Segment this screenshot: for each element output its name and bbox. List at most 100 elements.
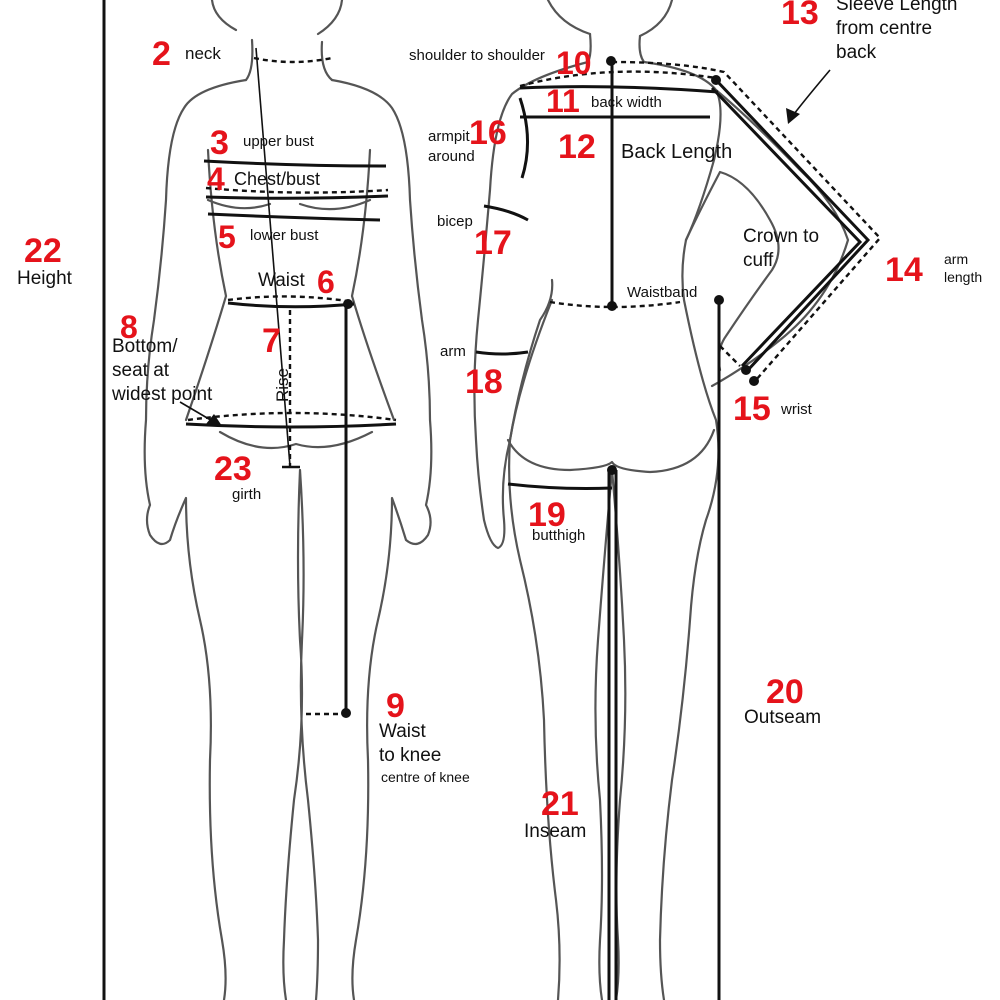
- shoulder-to-shoulder-label: shoulder to shoulder: [409, 47, 545, 64]
- upper-bust-measure: 3 upper bust: [203, 124, 387, 168]
- arm-length-label-1: arm: [944, 251, 968, 267]
- seat-solid-line: [185, 422, 397, 429]
- shoulder-to-shoulder-measure: shoulder to shoulder 10: [409, 45, 717, 88]
- butthigh-label: butthigh: [532, 527, 585, 544]
- neck-measure: 2 neck: [152, 35, 333, 73]
- back-right-side: [642, 60, 722, 1000]
- neck-number: 2: [152, 35, 171, 73]
- chest-bust-number: 4: [207, 161, 225, 197]
- front-torso-right: [330, 78, 433, 1000]
- sleeve-arrow-head: [786, 108, 800, 124]
- lower-bust-measure: 5 lower bust: [207, 212, 381, 255]
- neck-label: neck: [185, 44, 221, 63]
- bicep-label: bicep: [437, 213, 473, 230]
- chest-bust-label: Chest/bust: [234, 169, 320, 189]
- waistband-dashed-line: [549, 300, 681, 309]
- front-hair: [210, 0, 344, 36]
- armpit-line: [518, 97, 529, 179]
- arm-length-measure: 14 arm length: [885, 251, 982, 289]
- seat-number: 8: [120, 309, 138, 345]
- wrist-dot-2: [749, 376, 759, 386]
- seat-label-1: Bottom/: [112, 336, 178, 357]
- chest-bust-dashed-line: [205, 186, 389, 194]
- arm-line: [475, 350, 529, 356]
- inseam-dot: [607, 465, 617, 475]
- seat-measure: 8 Bottom/ seat at widest point: [111, 309, 397, 429]
- outseam-label: Outseam: [744, 707, 821, 728]
- arm-length-label-2: length: [944, 269, 982, 285]
- arm-measure: arm 18: [440, 343, 529, 401]
- girth-label: girth: [232, 486, 261, 503]
- back-width-measure: 11 back width: [519, 83, 719, 119]
- knee-dot: [341, 708, 351, 718]
- inseam-label: Inseam: [524, 821, 586, 842]
- seat-arrow-head: [206, 414, 222, 426]
- back-length-number: 12: [558, 128, 596, 166]
- height-measure: 22 Height: [17, 0, 106, 1000]
- waist-label: Waist: [258, 270, 306, 291]
- butthigh-line: [507, 482, 613, 490]
- crown-to-cuff-label: Crown to cuff: [743, 226, 819, 271]
- waist-to-knee-label-3: centre of knee: [381, 769, 470, 785]
- sleeve-solid-line-outer: [714, 78, 871, 372]
- front-neck-outline: [244, 38, 334, 82]
- waistband-measure: Waistband: [549, 284, 697, 309]
- front-figure: [143, 0, 433, 1000]
- waist-measure: Waist 6: [227, 264, 355, 309]
- sleeve-length-label-3: back: [836, 42, 877, 63]
- front-hip-curve: [218, 430, 374, 450]
- sleeve-top-dot: [711, 75, 721, 85]
- wrist-measure: 15 wrist: [719, 345, 813, 428]
- girth-number: 23: [214, 450, 252, 488]
- chest-bust-measure: 4 Chest/bust: [205, 161, 389, 200]
- front-bust-curve: [206, 198, 372, 211]
- bicep-line: [483, 204, 529, 222]
- arm-number: 18: [465, 363, 503, 401]
- waist-to-knee-number: 9: [386, 687, 405, 725]
- armpit-label-1: armpit: [428, 128, 471, 145]
- sleeve-length-label-1: Sleeve Length: [836, 0, 958, 15]
- waist-to-knee-label-1: Waist: [379, 721, 427, 742]
- armpit-measure: armpit around 16: [428, 97, 529, 179]
- seat-arrow: [179, 401, 215, 423]
- upper-bust-label: upper bust: [243, 133, 315, 150]
- shoulder-to-shoulder-line: [519, 70, 717, 88]
- waist-to-knee-label-2: to knee: [379, 745, 441, 766]
- waist-to-knee-measure: 9 Waist to knee centre of knee: [306, 304, 470, 785]
- outseam-dot: [714, 295, 724, 305]
- back-width-label: back width: [591, 94, 662, 111]
- back-neck-outline: [586, 32, 646, 64]
- crown-to-cuff-line-1: Crown to: [743, 226, 819, 247]
- sleeve-solid-line-inner: [710, 86, 863, 368]
- lower-bust-number: 5: [218, 219, 236, 255]
- rise-measure: 7 Rise: [262, 310, 300, 469]
- back-lower-left: [508, 298, 561, 1000]
- sleeve-length-number: 13: [781, 0, 819, 32]
- inseam-measure: 21 Inseam: [524, 465, 618, 1000]
- front-inner-legs: [282, 468, 320, 1000]
- arm-length-number: 14: [885, 251, 923, 289]
- shoulder-to-shoulder-number: 10: [556, 45, 592, 81]
- bicep-number: 17: [474, 224, 512, 262]
- sleeve-arrow: [793, 69, 831, 115]
- sleeve-dashed-line: [611, 60, 882, 381]
- height-number: 22: [24, 232, 62, 270]
- girth-measure: 23 girth: [214, 450, 261, 503]
- seat-label-3: widest point: [111, 384, 213, 405]
- wrist-dashed-line: [719, 345, 741, 367]
- lower-bust-label: lower bust: [250, 227, 319, 244]
- upper-bust-number: 3: [210, 124, 229, 162]
- back-width-number: 11: [546, 83, 580, 119]
- back-length-label: Back Length: [621, 141, 732, 163]
- back-buttocks: [506, 428, 716, 474]
- waist-solid-line: [227, 301, 355, 309]
- seat-label-2: seat at: [112, 360, 170, 381]
- butthigh-number: 19: [528, 496, 566, 534]
- butthigh-measure: 19 butthigh: [507, 482, 613, 544]
- seat-dashed-line: [187, 411, 397, 422]
- bicep-measure: bicep 17: [437, 204, 529, 262]
- rise-long-line: [255, 47, 291, 467]
- neck-dashed-line: [253, 56, 333, 64]
- back-hair: [546, 0, 674, 38]
